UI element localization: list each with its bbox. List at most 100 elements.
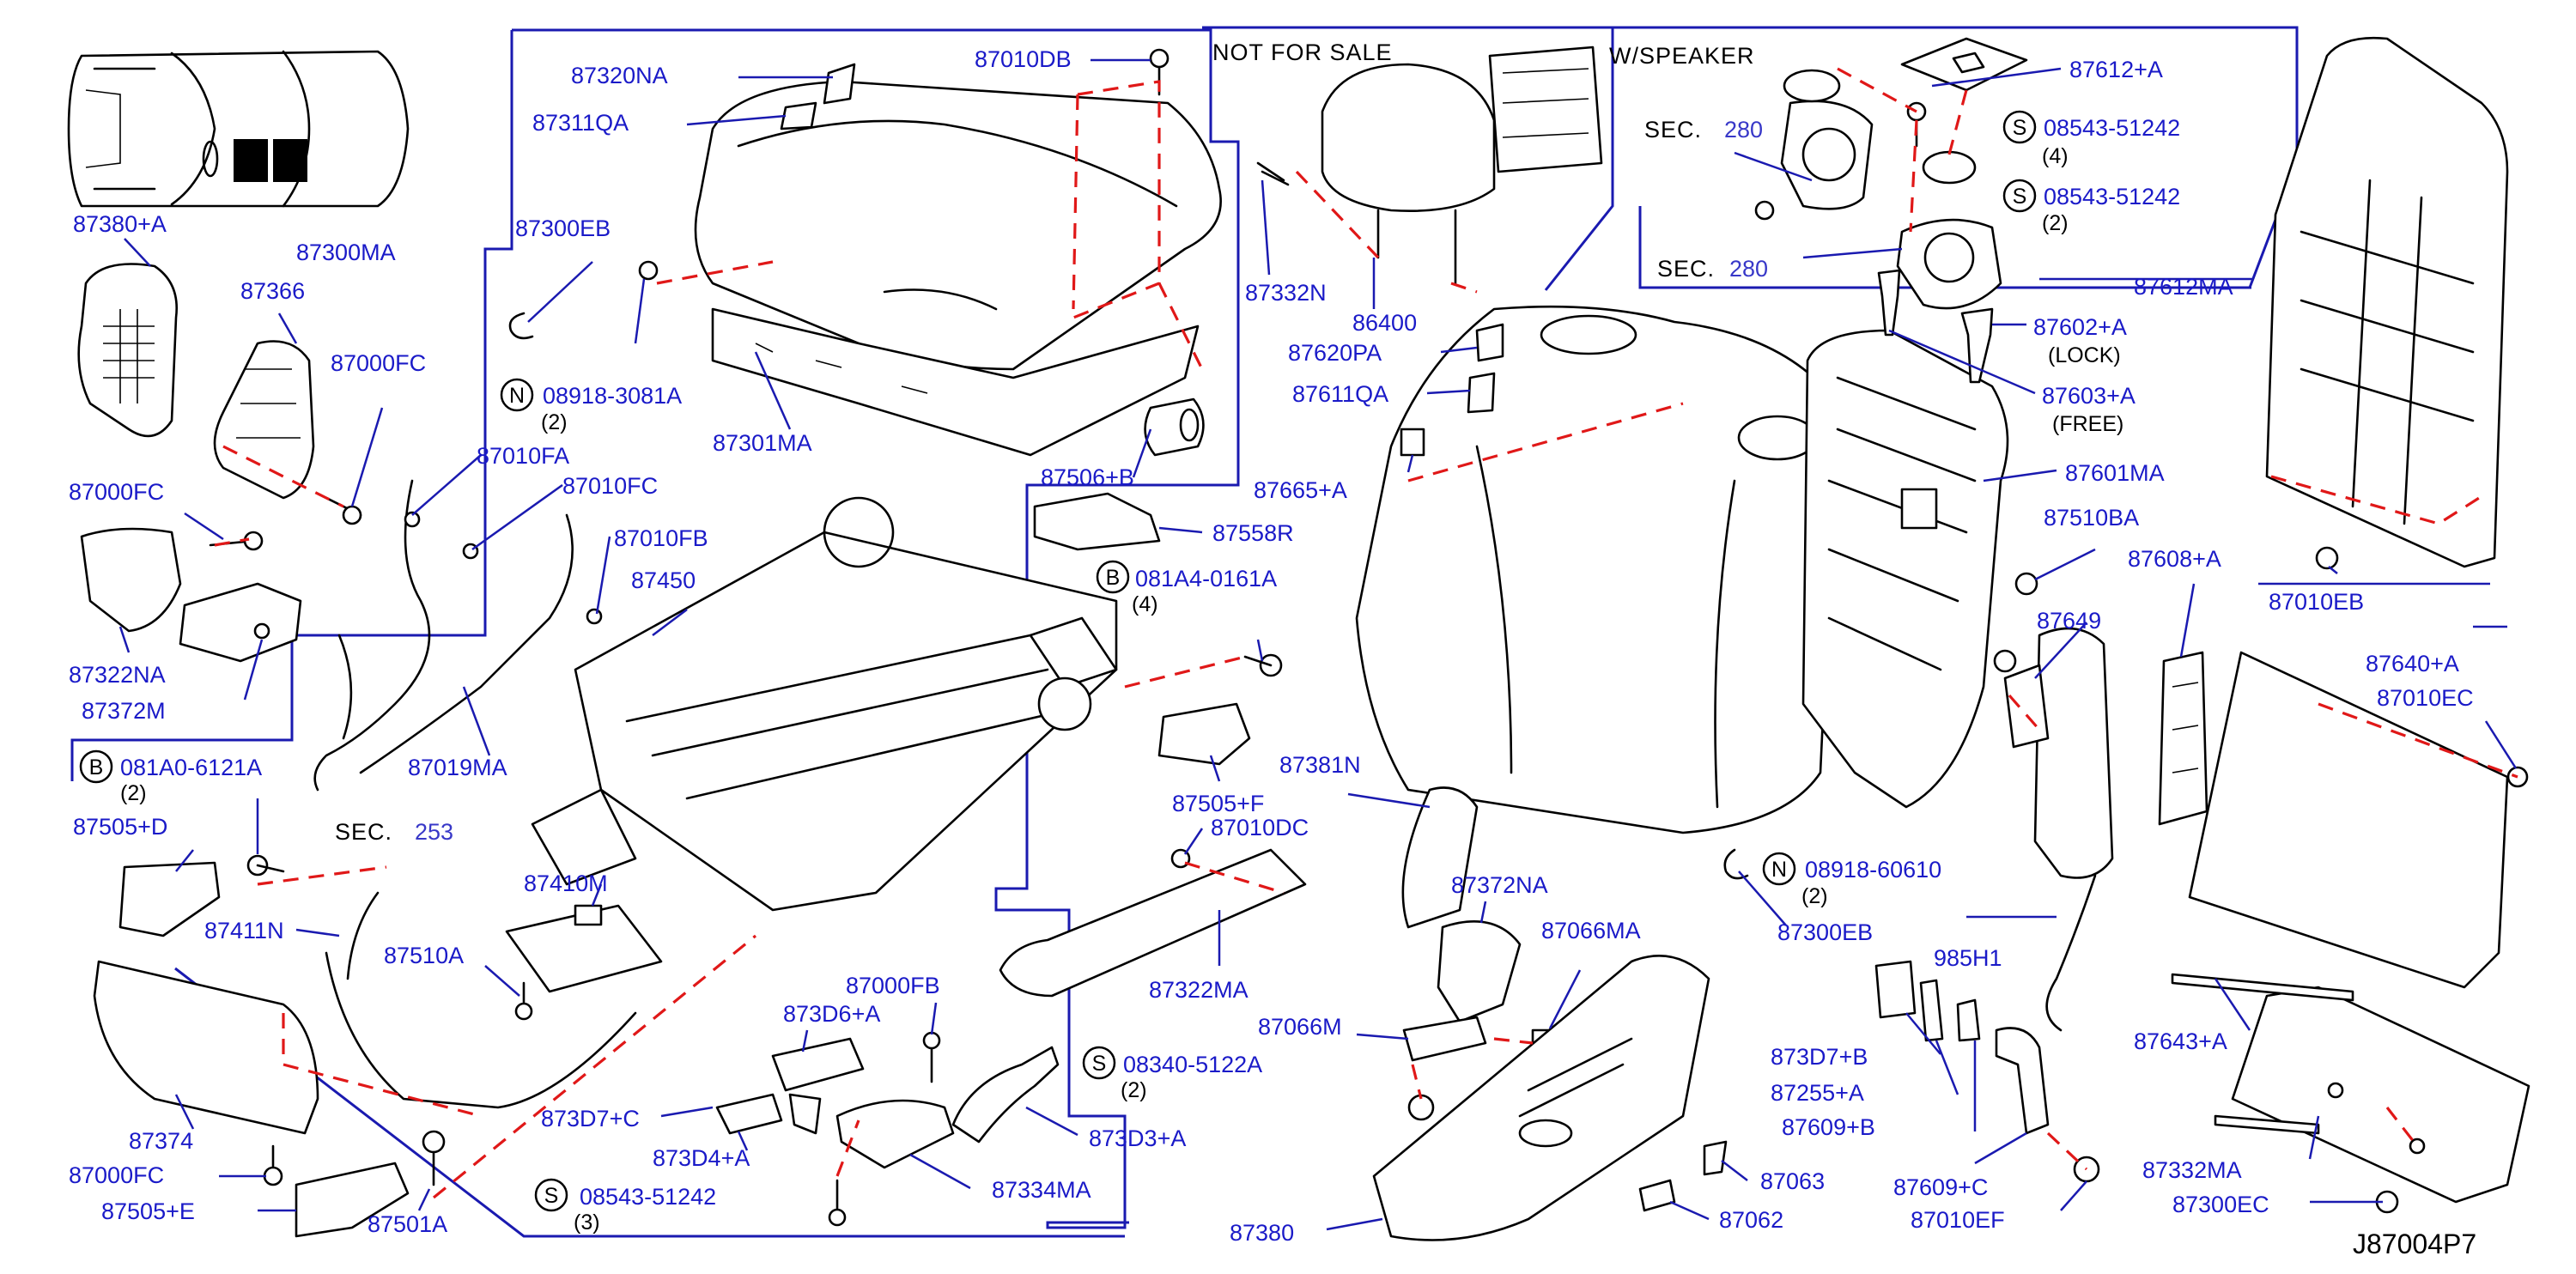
part-label: 87620PA	[1288, 340, 1382, 366]
part-label: 87380	[1230, 1220, 1294, 1246]
seal-87255A	[1919, 979, 1944, 1042]
part-label: 87450	[631, 567, 696, 593]
cover-87608A	[2158, 651, 2208, 826]
part-label: 873D7+B	[1771, 1044, 1868, 1070]
part-label: 985H1	[1934, 945, 2002, 971]
part-label: 873D3+A	[1089, 1125, 1186, 1151]
qty-08543-51242-b: (3)	[574, 1210, 600, 1235]
part-label: 87066M	[1258, 1014, 1342, 1040]
bolt-87000FC-c	[263, 1144, 283, 1186]
bolt-081A0-6121A	[246, 854, 285, 877]
part-label: 87609+B	[1782, 1114, 1875, 1140]
part-label: 87063	[1760, 1168, 1825, 1194]
highlighted-seat-left	[234, 139, 268, 182]
part-label: 87505+F	[1172, 791, 1264, 816]
part-label: 87300MA	[296, 240, 396, 265]
part-label: 87010EF	[1911, 1207, 2005, 1233]
tag-87320NA	[823, 63, 856, 105]
symbol-letter: B	[89, 755, 104, 780]
qty-081A0-6121A: (2)	[120, 781, 147, 805]
nut-08918-3081A	[638, 260, 659, 281]
part-label: 87501A	[368, 1211, 447, 1237]
bolt-08543-51242-b	[828, 1179, 847, 1227]
part-label: 87334MA	[992, 1177, 1091, 1203]
symbol-n-08918-3081A: N	[500, 378, 534, 412]
bracket-87372M	[179, 582, 302, 663]
part-label: 87332N	[1245, 280, 1327, 306]
qty-08543-51242-a: (4)	[2042, 144, 2069, 168]
seat-back-cover-87380A	[77, 263, 178, 438]
seat-cushion-frame-left	[70, 30, 513, 781]
module-87410M	[505, 904, 663, 993]
part-label: 08918-3081A	[543, 383, 682, 409]
qty-08918-3081A: (2)	[541, 410, 568, 434]
part-label: 08340-5122A	[1123, 1052, 1262, 1077]
back-board-87612MA	[2265, 36, 2509, 568]
symbol-letter: S	[1092, 1052, 1107, 1076]
guide-87602A	[1960, 307, 1994, 384]
part-label: 87649	[2037, 608, 2101, 634]
sec-label-b: SEC.	[1657, 256, 1715, 282]
qty-08918-60610: (2)	[1801, 884, 1828, 908]
part-label: 87602+A	[2033, 314, 2127, 340]
connector-873D7B	[1874, 960, 1917, 1019]
highlighted-seat-right	[273, 139, 307, 182]
tag-87311QA	[780, 101, 817, 130]
part-label: 87558R	[1212, 520, 1294, 546]
knob-87063	[1703, 1140, 1728, 1176]
part-label: 87320NA	[571, 63, 668, 88]
part-label: 08543-51242	[580, 1184, 716, 1210]
seat-cushion-pad-87300MA	[694, 80, 1222, 371]
part-label: 87609+C	[1893, 1174, 1988, 1200]
part-label: 87010FB	[614, 525, 708, 551]
part-label: 87612+A	[2069, 57, 2163, 82]
clip-87010FB	[586, 608, 603, 625]
catalog-code: J87004P7	[2353, 1228, 2476, 1259]
qty-08543-51242-c: (2)	[2042, 211, 2069, 235]
lock-note: (LOCK)	[2048, 343, 2121, 367]
part-label: 08543-51242	[2044, 115, 2180, 141]
speaker-module-not-for-sale	[1488, 46, 1603, 173]
speaker-pad-a	[1783, 69, 1841, 103]
part-label: 873D6+A	[783, 1001, 880, 1027]
part-label: 87332MA	[2142, 1157, 2242, 1183]
part-label: 87010EC	[2377, 685, 2474, 711]
part-label: 87062	[1719, 1207, 1783, 1233]
w-speaker-frame	[1601, 26, 2299, 289]
nut-87510BA	[2014, 572, 2038, 596]
lower-cover-87332MA	[2231, 986, 2530, 1204]
part-label: 87255+A	[1771, 1080, 1864, 1106]
bolt-87510A	[514, 981, 533, 1021]
motor-873D6A	[771, 1037, 865, 1092]
sec-number-253: 253	[415, 819, 453, 845]
part-label: 87300EB	[515, 215, 611, 241]
side-cover-87322MA	[999, 848, 1307, 998]
back-panel-87640A	[2188, 651, 2509, 989]
side-trim-87374	[93, 960, 319, 1135]
wire-87411N	[325, 891, 637, 1109]
symbol-letter: S	[544, 1184, 559, 1208]
qty-08340-5122A: (2)	[1121, 1078, 1147, 1102]
part-label: 87000FC	[69, 1162, 164, 1188]
part-label: 87612MA	[2134, 274, 2233, 300]
symbol-letter: B	[1106, 566, 1121, 590]
part-label: 87066MA	[1541, 918, 1641, 943]
part-label: 081A4-0161A	[1135, 566, 1277, 592]
symbol-s-08543-a: S	[2002, 110, 2037, 144]
part-label: 87603+A	[2042, 383, 2136, 409]
leader-lines	[118, 58, 2518, 1231]
bolt-081A4-0161A	[1243, 653, 1283, 677]
part-label: 87665+A	[1254, 477, 1347, 503]
part-label: 87010FC	[562, 473, 658, 499]
not-for-sale-frame	[1202, 26, 1614, 291]
part-label: 87366	[240, 278, 305, 304]
sec-label-c: SEC.	[335, 819, 392, 845]
switch-87066M	[1402, 1016, 1487, 1062]
duct-873D3A	[951, 1046, 1060, 1144]
part-label: 87010DB	[975, 46, 1072, 72]
sec-number-280-a: 280	[1724, 117, 1763, 143]
part-label: 87300EB	[1777, 919, 1873, 945]
part-label: 87372NA	[1451, 872, 1548, 898]
airbag-985H1	[2033, 627, 2114, 1032]
part-label: 87601MA	[2065, 460, 2165, 486]
